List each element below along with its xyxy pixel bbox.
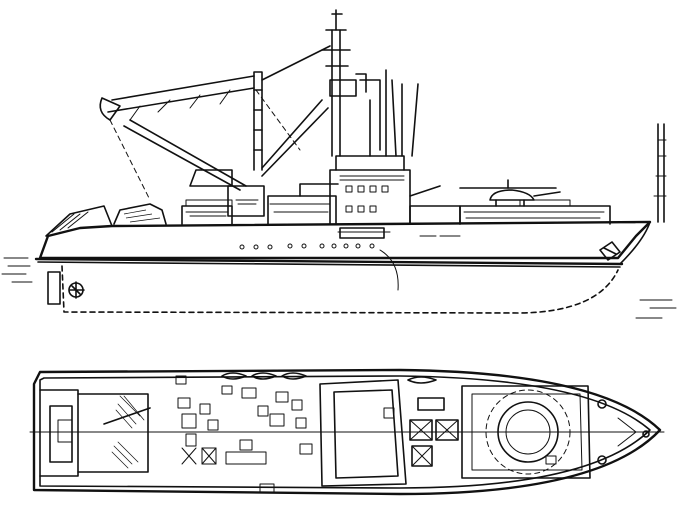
plan-lifeboats	[221, 372, 445, 411]
underwater-hull	[61, 265, 619, 314]
mast	[321, 9, 419, 157]
plan-superstructure	[319, 379, 407, 487]
ship-profile-view	[1, 9, 677, 319]
plan-hull-outline	[32, 368, 662, 496]
plan-deck-fittings	[175, 375, 313, 493]
helicopter-icon	[459, 179, 561, 207]
plan-bow-fittings	[597, 399, 650, 465]
aft-deckhouse	[181, 205, 233, 225]
stern-shelter	[113, 203, 167, 225]
propeller-icon	[47, 271, 85, 305]
water-hatching	[1, 257, 677, 319]
jack-staff	[653, 123, 667, 223]
anchor-icon	[599, 241, 621, 261]
portholes	[239, 243, 375, 250]
superstructure	[267, 155, 411, 239]
waterline	[34, 257, 624, 266]
plan-stern-deck	[39, 389, 151, 477]
forward-deckhouse	[409, 185, 611, 237]
stern-ramp	[45, 205, 113, 237]
plan-helideck	[461, 385, 591, 479]
crane-icon	[99, 45, 331, 201]
plan-forward-deck	[409, 419, 459, 467]
ship-plan-view	[29, 368, 665, 496]
main-deck-line	[111, 221, 647, 227]
